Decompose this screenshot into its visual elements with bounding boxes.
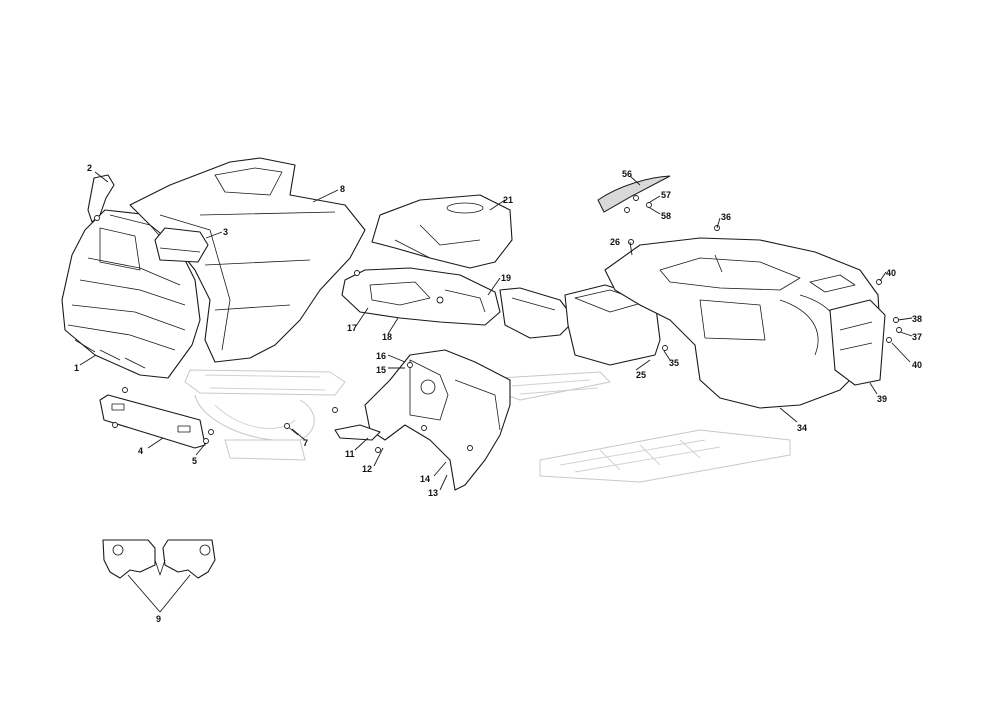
callout-16: 16 xyxy=(376,351,386,361)
callout-labels: 1 2 3 4 5 7 8 9 11 12 13 14 15 16 17 18 … xyxy=(74,163,922,624)
callout-25: 25 xyxy=(636,370,646,380)
callout-17: 17 xyxy=(347,323,357,333)
ghost-chassis-background xyxy=(184,369,791,483)
callout-1: 1 xyxy=(74,363,79,373)
callout-4: 4 xyxy=(138,446,143,456)
callout-19: 19 xyxy=(501,273,511,283)
callout-26: 26 xyxy=(610,237,620,247)
callout-38: 38 xyxy=(912,314,922,324)
callout-40-bottom: 40 xyxy=(912,360,922,370)
callout-35: 35 xyxy=(669,358,679,368)
callout-36: 36 xyxy=(721,212,731,222)
callout-37: 37 xyxy=(912,332,922,342)
callout-40-top: 40 xyxy=(886,268,896,278)
callout-8: 8 xyxy=(340,184,345,194)
callout-58: 58 xyxy=(661,211,671,221)
callout-7: 7 xyxy=(303,438,308,448)
callout-3: 3 xyxy=(223,227,228,237)
side-bracket xyxy=(87,174,115,223)
dash-panel xyxy=(154,227,209,263)
callout-5: 5 xyxy=(192,456,197,466)
callout-11: 11 xyxy=(345,449,355,459)
callout-9: 9 xyxy=(156,614,161,624)
rear-grab-handle xyxy=(597,175,671,213)
callout-2: 2 xyxy=(87,163,92,173)
callout-34: 34 xyxy=(797,423,807,433)
bonnet-hood xyxy=(129,157,366,363)
callout-39: 39 xyxy=(877,394,887,404)
callout-15: 15 xyxy=(376,365,386,375)
decal-set xyxy=(102,539,216,579)
leader-lines xyxy=(79,171,913,613)
screw-7 xyxy=(284,407,338,436)
mounting-plate xyxy=(99,387,214,449)
steering-console-cover xyxy=(371,194,513,269)
steering-lower-cover xyxy=(499,287,576,339)
rear-side-bracket xyxy=(829,299,886,386)
callout-57: 57 xyxy=(661,190,671,200)
callout-14: 14 xyxy=(420,474,430,484)
callout-13: 13 xyxy=(428,488,438,498)
callout-18: 18 xyxy=(382,332,392,342)
callout-12: 12 xyxy=(362,464,372,474)
pedal-cover-panel xyxy=(334,349,511,491)
rear-fender-body xyxy=(604,237,881,409)
dashboard-tray xyxy=(341,267,501,326)
callout-56: 56 xyxy=(622,169,632,179)
callout-21: 21 xyxy=(503,195,513,205)
